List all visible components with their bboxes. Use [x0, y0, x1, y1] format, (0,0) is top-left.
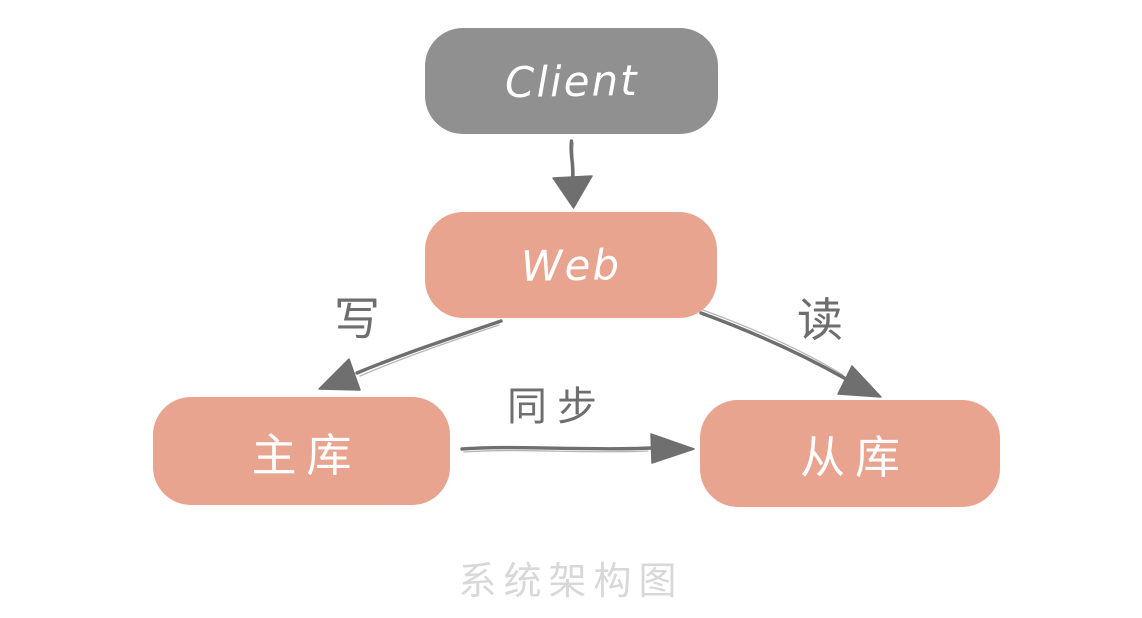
node-client-label: Client	[504, 55, 639, 107]
arrow-client-to-web	[552, 139, 593, 209]
arrow-master-to-slave	[460, 433, 695, 464]
diagram-caption: 系统架构图	[458, 559, 684, 603]
node-web: Web	[425, 212, 717, 318]
node-slave-db-label: 从库	[799, 431, 910, 484]
node-master-db: 主库	[153, 397, 450, 505]
edge-label-sync: 同步	[507, 384, 607, 430]
node-web-label: Web	[520, 239, 622, 291]
node-master-db-label: 主库	[251, 428, 362, 482]
node-client: Client	[425, 28, 718, 134]
edge-label-read: 读	[797, 293, 843, 347]
node-slave-db: 从库	[700, 400, 1000, 507]
edge-label-write: 写	[334, 292, 380, 346]
